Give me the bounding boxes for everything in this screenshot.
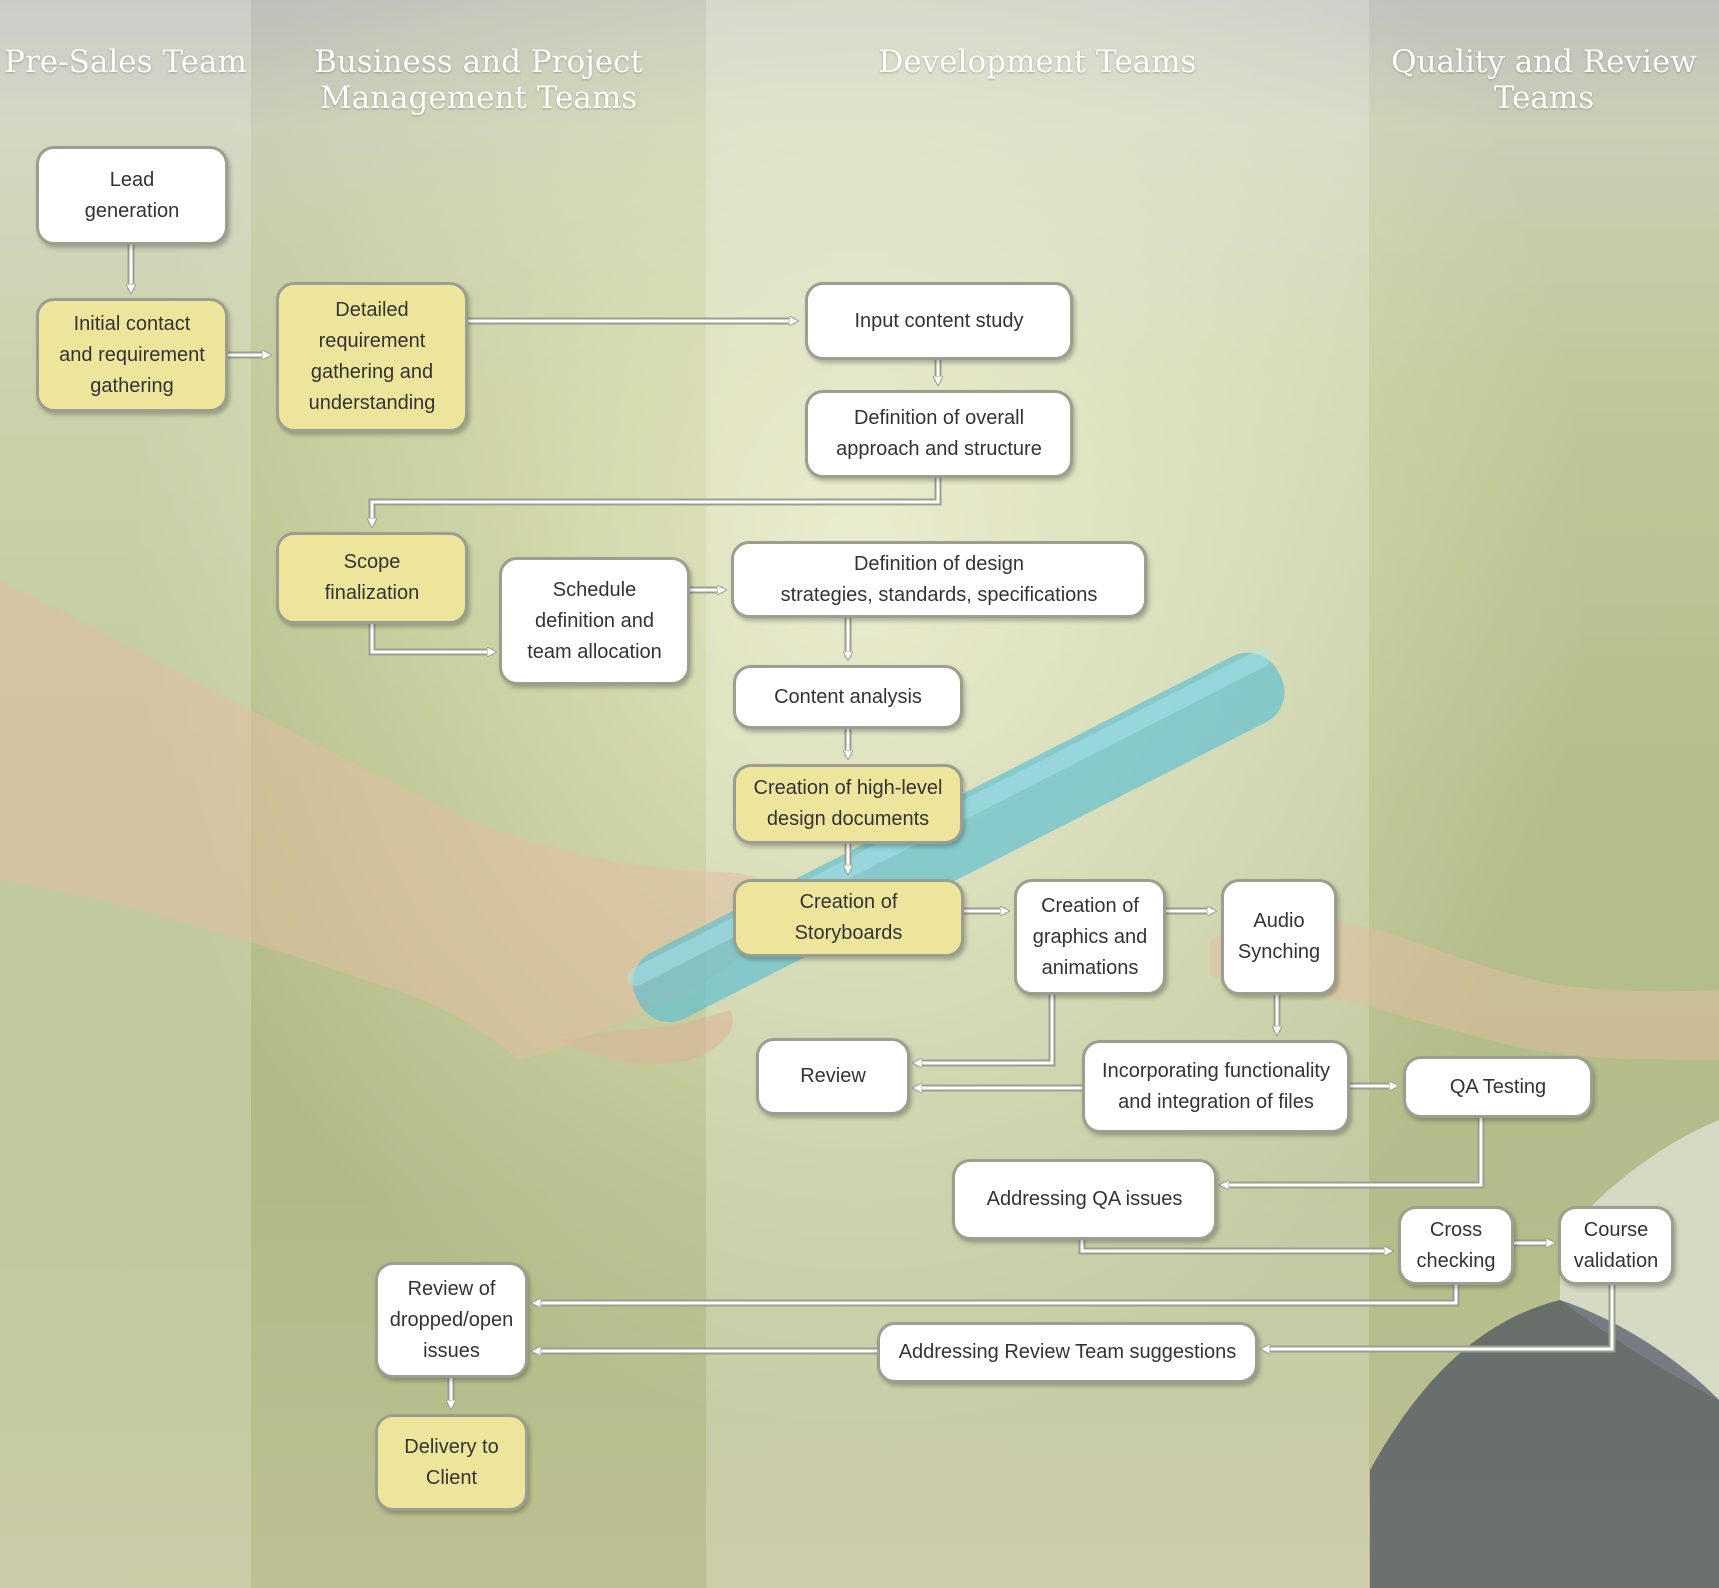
node-definition-design: Definition of design strategies, standar… (731, 541, 1147, 618)
node-storyboards: Creation of Storyboards (733, 879, 964, 957)
node-delivery-to-client: Delivery to Client (375, 1414, 528, 1511)
node-review-open-issues: Review of dropped/open issues (375, 1262, 528, 1378)
node-input-content-study: Input content study (805, 282, 1073, 360)
node-graphics-animations: Creation of graphics and animations (1014, 879, 1166, 995)
node-review: Review (756, 1038, 910, 1115)
connector-graphics-review (916, 995, 1056, 1067)
node-content-analysis: Content analysis (733, 665, 963, 729)
lane-title-quality: Quality and Review Teams (1391, 44, 1697, 116)
connector-scope-schedule (368, 624, 493, 656)
lane-title-development: Development Teams (878, 44, 1197, 80)
node-qa-testing: QA Testing (1403, 1056, 1593, 1118)
node-addressing-qa-issues: Addressing QA issues (952, 1159, 1217, 1240)
connector-cross-reviewopen (535, 1285, 1460, 1307)
lane-title-presales: Pre-Sales Team (4, 44, 247, 80)
node-initial-contact: Initial contact and requirement gatherin… (36, 298, 228, 412)
connector-qaissues-cross (1078, 1240, 1390, 1255)
node-detailed-requirement: Detailed requirement gathering and under… (276, 282, 468, 432)
node-incorporating-functionality: Incorporating functionality and integrat… (1082, 1040, 1350, 1133)
connector-course-reviewteam (1264, 1285, 1616, 1353)
node-addressing-review-team: Addressing Review Team suggestions (877, 1322, 1258, 1383)
connector-group (131, 245, 1616, 1408)
node-high-level-design: Creation of high-level design documents (733, 764, 963, 844)
node-course-validation: Course validation (1558, 1206, 1674, 1285)
node-definition-approach: Definition of overall approach and struc… (805, 390, 1073, 478)
node-schedule-definition: Schedule definition and team allocation (499, 557, 690, 685)
node-audio-synching: Audio Synching (1221, 879, 1337, 995)
node-cross-checking: Cross checking (1398, 1206, 1514, 1285)
node-scope-finalization: Scope finalization (276, 532, 468, 624)
node-lead-generation: Lead generation (36, 146, 228, 245)
lane-title-business: Business and Project Management Teams (314, 44, 643, 116)
